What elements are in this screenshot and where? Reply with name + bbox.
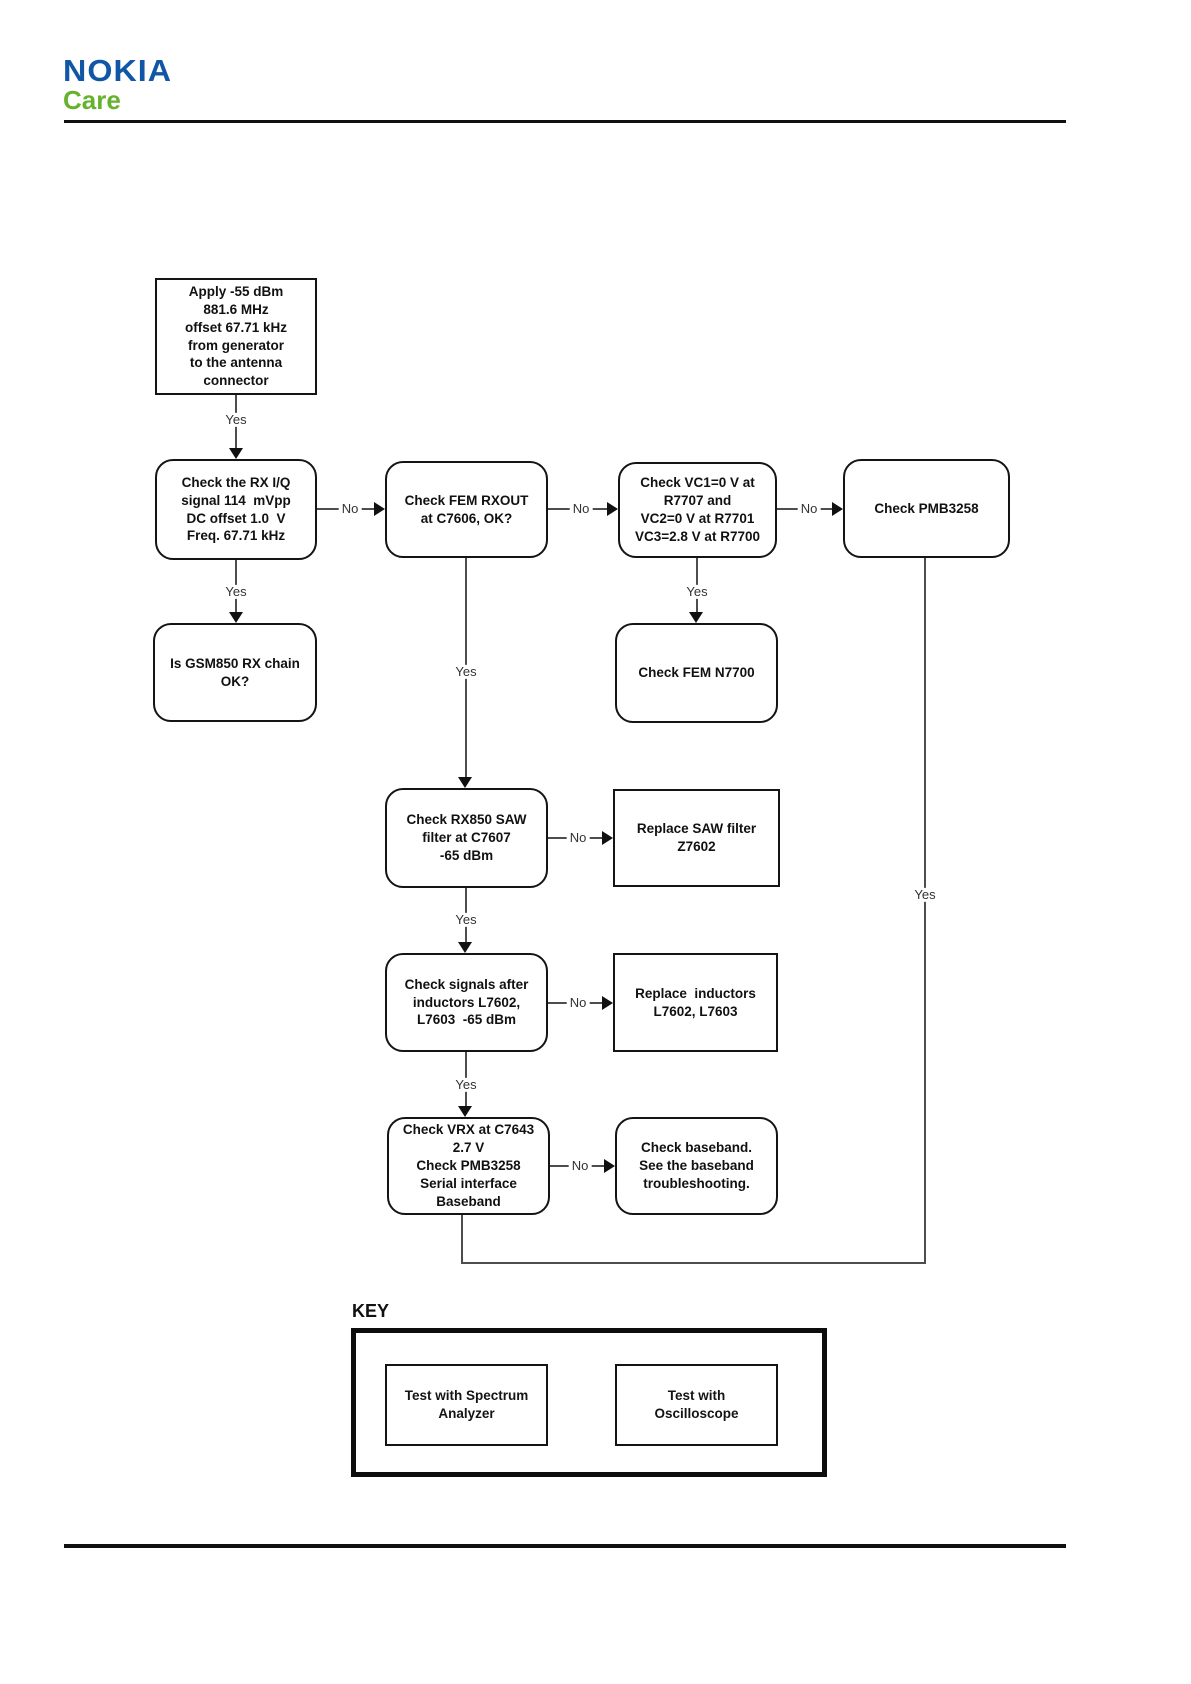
care-logo-text: Care <box>63 85 121 115</box>
arrowhead-down-icon <box>458 942 472 953</box>
key-item-spectrum-analyzer: Test with Spectrum Analyzer <box>385 1364 548 1446</box>
arrowhead-down-icon <box>689 612 703 623</box>
edge-label-no: No <box>569 501 593 517</box>
arrowhead-right-icon <box>607 502 618 516</box>
arrowhead-right-icon <box>832 502 843 516</box>
edge-label-yes: Yes <box>452 1077 480 1093</box>
flow-node-check-rx-iq: Check the RX I/Q signal 114 mVpp DC offs… <box>155 459 317 560</box>
connector-pmb-return <box>924 558 926 1264</box>
flow-node-replace-saw: Replace SAW filter Z7602 <box>613 789 780 887</box>
edge-label-no: No <box>566 995 590 1011</box>
flow-node-check-inductors: Check signals after inductors L7602, L76… <box>385 953 548 1052</box>
key-item-oscilloscope: Test with Oscilloscope <box>615 1364 778 1446</box>
flow-node-check-fem-rxout: Check FEM RXOUT at C7606, OK? <box>385 461 548 558</box>
footer-rule <box>64 1544 1066 1548</box>
flow-node-check-fem-n7700: Check FEM N7700 <box>615 623 778 723</box>
flow-node-gsm850-ok: Is GSM850 RX chain OK? <box>153 623 317 722</box>
nokia-logo-text: NOKIA <box>63 53 173 88</box>
flow-node-check-saw: Check RX850 SAW filter at C7607 -65 dBm <box>385 788 548 888</box>
edge-label-yes: Yes <box>683 584 711 600</box>
edge-label-no: No <box>338 501 362 517</box>
edge-label-no: No <box>568 1158 592 1174</box>
edge-label-no: No <box>566 830 590 846</box>
connector-vrx-return-down <box>461 1215 463 1263</box>
arrowhead-down-icon <box>229 448 243 459</box>
arrowhead-down-icon <box>458 1106 472 1117</box>
flow-node-replace-inductors: Replace inductors L7602, L7603 <box>613 953 778 1052</box>
flow-node-check-pmb3258: Check PMB3258 <box>843 459 1010 558</box>
header-rule <box>64 120 1066 123</box>
arrowhead-down-icon <box>458 777 472 788</box>
arrowhead-right-icon <box>602 996 613 1010</box>
key-title: KEY <box>352 1301 390 1321</box>
nokia-care-logo: NOKIA Care <box>63 55 171 115</box>
edge-label-yes: Yes <box>452 912 480 928</box>
flow-node-check-baseband: Check baseband. See the baseband trouble… <box>615 1117 778 1215</box>
connector-return-bottom <box>461 1262 926 1264</box>
flow-node-check-vrx: Check VRX at C7643 2.7 V Check PMB3258 S… <box>387 1117 550 1215</box>
arrowhead-right-icon <box>374 502 385 516</box>
edge-label-yes: Yes <box>911 887 939 903</box>
flow-node-check-vc: Check VC1=0 V at R7707 and VC2=0 V at R7… <box>618 462 777 558</box>
edge-label-yes: Yes <box>452 664 480 680</box>
arrowhead-right-icon <box>604 1159 615 1173</box>
edge-label-yes: Yes <box>222 584 250 600</box>
edge-label-no: No <box>797 501 821 517</box>
arrowhead-right-icon <box>602 831 613 845</box>
edge-label-yes: Yes <box>222 412 250 428</box>
flow-node-apply-signal: Apply -55 dBm 881.6 MHz offset 67.71 kHz… <box>155 278 317 395</box>
arrowhead-down-icon <box>229 612 243 623</box>
